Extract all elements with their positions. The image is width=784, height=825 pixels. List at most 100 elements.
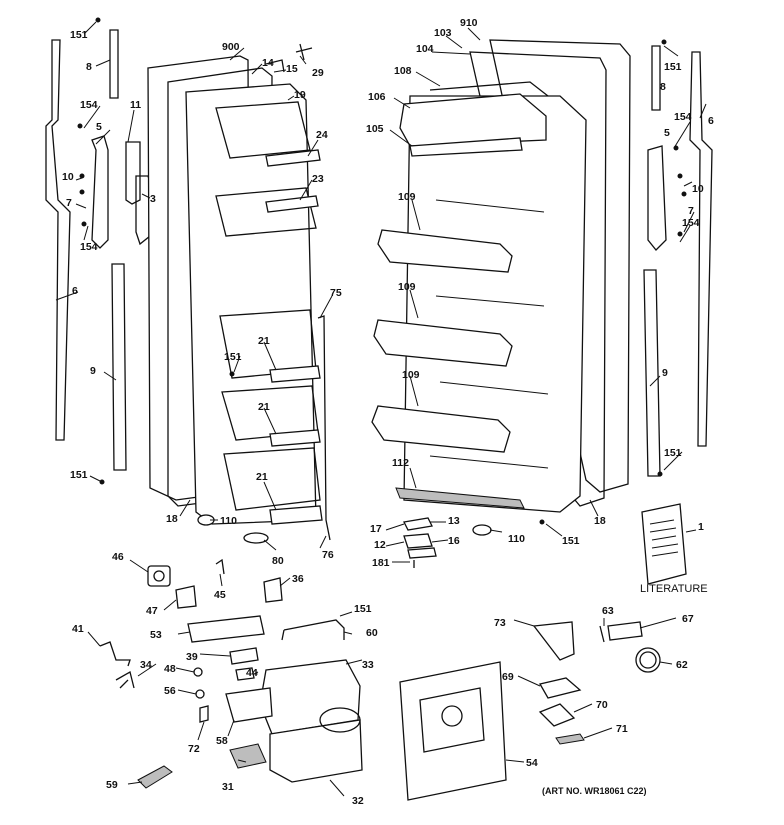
cradle-part-58	[225, 687, 273, 723]
screw-icon	[681, 191, 687, 197]
c-31: 31	[222, 781, 234, 793]
door-bin-part-109	[371, 405, 511, 453]
door-bin-part-109	[377, 229, 513, 273]
wire-harness-part-34	[115, 671, 135, 689]
c-5b: 5	[664, 127, 670, 139]
liner-shelf-guides	[429, 199, 549, 469]
c-16: 16	[448, 535, 460, 547]
screw-icon	[77, 123, 83, 129]
dairy-door-part-106	[399, 93, 547, 147]
lever-part-69	[539, 677, 582, 699]
panel-part-53	[187, 615, 265, 643]
seal-ring-part-62	[635, 647, 661, 673]
c-6b: 6	[708, 115, 714, 127]
c-9a: 9	[90, 365, 96, 377]
c-1: 1	[698, 521, 704, 533]
c-58: 58	[216, 735, 228, 747]
bracket-part-60	[281, 619, 345, 641]
freezer-strip-part-9	[111, 263, 127, 471]
c-41: 41	[72, 623, 84, 635]
c-18a: 18	[166, 513, 178, 525]
hinge-part-13	[403, 517, 433, 531]
dispenser-cover-hole	[441, 705, 463, 727]
c-5a: 5	[96, 121, 102, 133]
screw-part-63	[599, 625, 605, 643]
screw-icon	[95, 17, 101, 23]
knob-center	[153, 570, 165, 582]
art-number: (ART NO. WR18061 C22)	[542, 786, 647, 796]
c-21c: 21	[256, 471, 268, 483]
clip-part-29	[295, 43, 313, 61]
c-108: 108	[394, 65, 412, 77]
screw-icon	[677, 173, 683, 179]
cap-part-15	[265, 59, 285, 73]
c-104: 104	[416, 43, 434, 55]
c-53: 53	[150, 629, 162, 641]
c-110b: 110	[508, 533, 525, 545]
c-34: 34	[140, 659, 152, 671]
c-151g: 151	[354, 603, 372, 615]
screw-icon	[79, 189, 85, 195]
clip-part-72	[199, 705, 209, 723]
c-24: 24	[316, 129, 328, 141]
c-60: 60	[366, 627, 378, 639]
freezer-shelf-part-21	[269, 505, 323, 525]
c-6a: 6	[72, 285, 78, 297]
c-154d: 154	[682, 217, 700, 229]
c-21a: 21	[258, 335, 270, 347]
seal-ring-inner	[639, 651, 657, 669]
actuator-part-41	[99, 641, 131, 667]
spout-part-59	[137, 765, 173, 789]
c-900: 900	[222, 41, 240, 53]
hinge-part-16	[403, 533, 433, 549]
c-47: 47	[146, 605, 158, 617]
c-73: 73	[494, 617, 506, 629]
freezer-shelf-part-21	[269, 429, 321, 447]
c-109b: 109	[398, 281, 416, 293]
fresh-food-strip-part-9	[643, 269, 661, 477]
cap-part-110-right	[472, 524, 492, 536]
c-46: 46	[112, 551, 124, 563]
chute-opening	[319, 707, 361, 733]
screw-icon	[81, 221, 87, 227]
c-8a: 8	[86, 61, 92, 73]
c-44: 44	[246, 667, 258, 679]
c-70: 70	[596, 699, 608, 711]
chute-part-73	[532, 621, 575, 661]
nut-part-56	[195, 689, 205, 699]
c-106: 106	[368, 91, 386, 103]
c-10b: 10	[692, 183, 704, 195]
c-112: 112	[392, 457, 409, 469]
knob-part-46	[147, 565, 171, 587]
c-8b: 8	[660, 81, 666, 93]
c-45: 45	[214, 589, 226, 601]
c-11: 11	[130, 99, 141, 111]
fresh-food-handle-part-5	[647, 145, 667, 251]
c-69: 69	[502, 671, 514, 683]
literature-label: LITERATURE	[640, 583, 708, 595]
c-59: 59	[106, 779, 118, 791]
screw-icon	[229, 371, 235, 377]
fresh-food-handle-strip-part-8	[651, 45, 661, 111]
c-32: 32	[352, 795, 364, 807]
freezer-handle-strip-part-8	[109, 29, 119, 99]
nut-part-48	[193, 667, 203, 677]
bracket-part-36	[263, 577, 283, 603]
c-14: 14	[262, 57, 274, 69]
c-151b: 151	[70, 469, 88, 481]
c-23: 23	[312, 173, 324, 185]
freezer-door-liner-part-19	[185, 83, 317, 525]
light-part-44	[235, 667, 255, 681]
dairy-shelf-part-105	[409, 137, 523, 157]
hinge-part-12	[407, 547, 437, 559]
c-21b: 21	[258, 401, 270, 413]
c-72: 72	[188, 743, 200, 755]
fresh-food-door-liner	[403, 95, 587, 513]
c-48: 48	[164, 663, 176, 675]
freezer-handle-part-5	[91, 135, 109, 249]
screw-icon	[657, 471, 663, 477]
c-54: 54	[526, 757, 538, 769]
c-63: 63	[602, 605, 614, 617]
freezer-handle-trim-part-6	[45, 39, 71, 441]
